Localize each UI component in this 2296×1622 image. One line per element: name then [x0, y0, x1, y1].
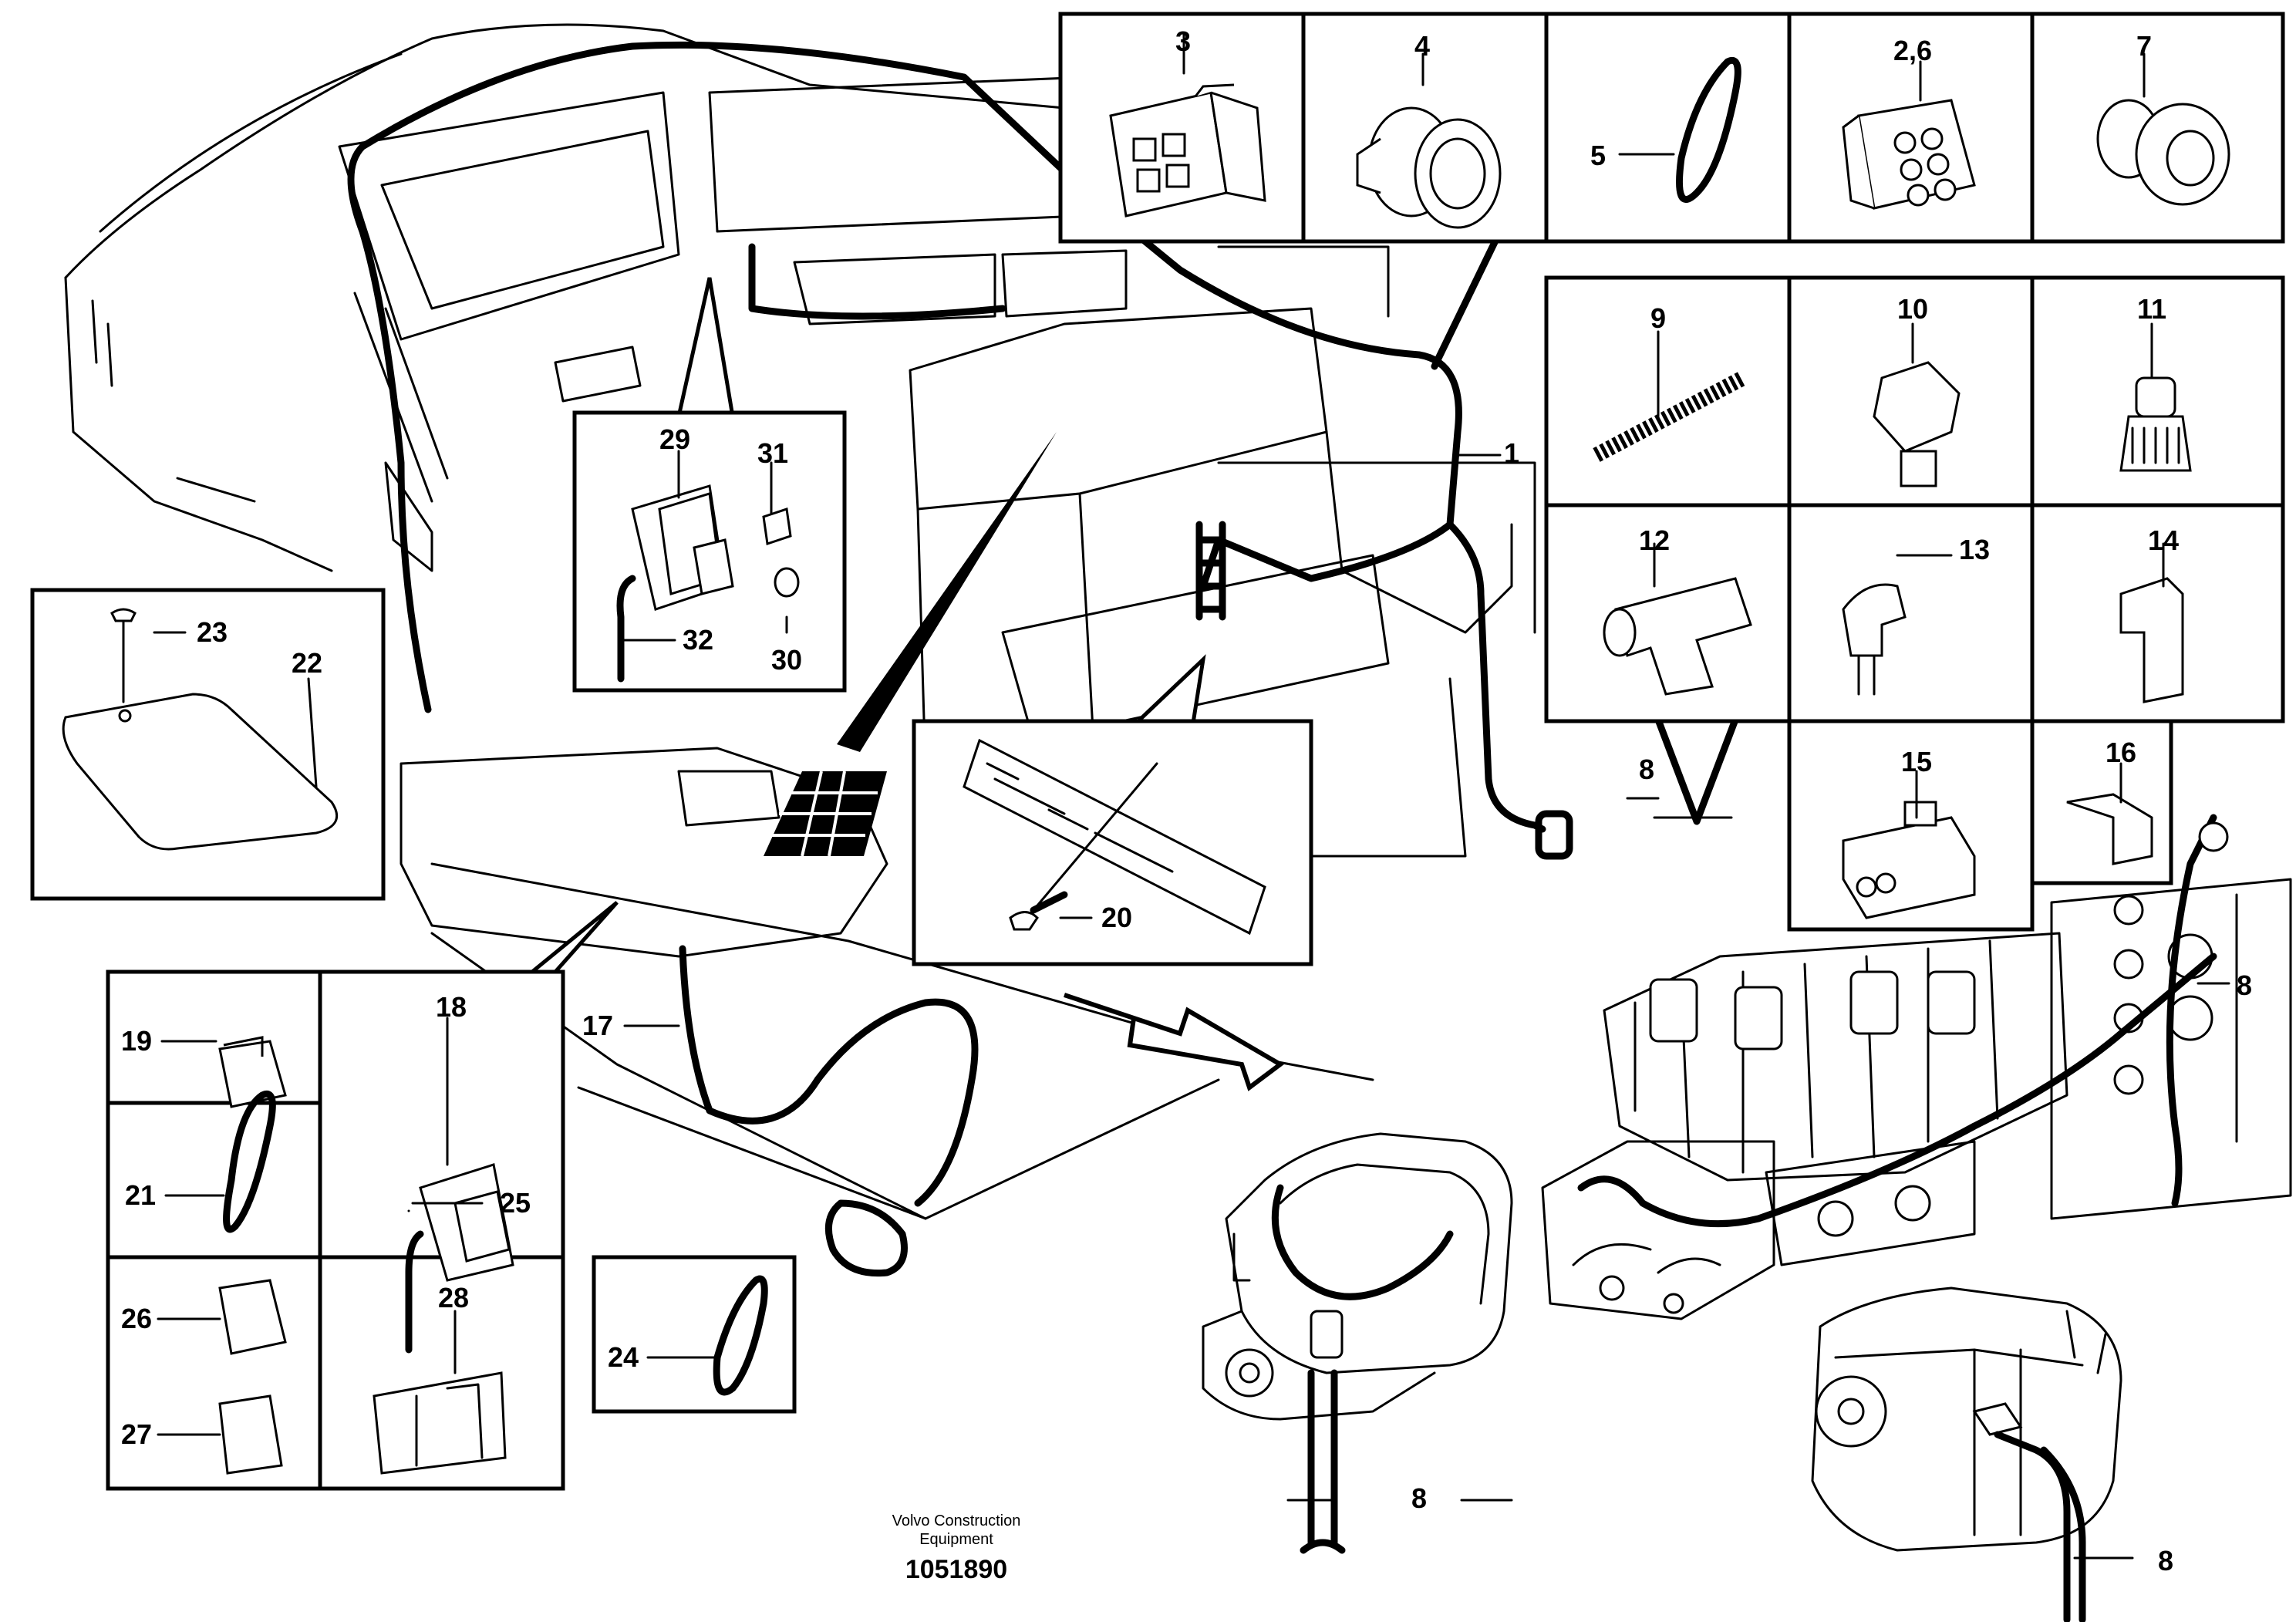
relay-10-icon — [1873, 361, 1961, 487]
elbow-13-icon — [1842, 583, 1907, 696]
callout-cable-tie-24 — [592, 1255, 797, 1414]
label-8-valve: 8 — [2237, 969, 2252, 1001]
label-8-harness: 8 — [1639, 754, 1654, 785]
drawing-footer: Volvo Construction Equipment 1051890 — [892, 1512, 1021, 1584]
label-29: 29 — [659, 423, 690, 455]
label-17: 17 — [582, 1010, 613, 1041]
label-21: 21 — [125, 1179, 156, 1211]
connector-2-6-icon — [1842, 99, 1976, 210]
label-12: 12 — [1639, 524, 1670, 556]
harness-ladder — [1195, 521, 1226, 621]
callout-right-parts-grid — [1544, 275, 2285, 932]
callout-lower-left-grid — [106, 969, 565, 1491]
callout-tail-switch — [676, 277, 735, 419]
connector-4-icon — [1356, 106, 1502, 229]
callout-tail-switch-lower — [526, 901, 619, 974]
label-27: 27 — [121, 1418, 152, 1450]
part-labels: 1 3 4 5 2,6 7 9 10 11 12 13 14 15 16 8 8… — [121, 25, 2252, 1576]
label-19: 19 — [121, 1025, 152, 1057]
label-23: 23 — [197, 616, 228, 648]
label-32: 32 — [683, 624, 713, 656]
label-22: 22 — [292, 647, 322, 679]
callout-tail-box8 — [1650, 706, 1743, 825]
company-name-line1: Volvo Construction — [892, 1512, 1021, 1529]
label-7: 7 — [2136, 30, 2152, 62]
label-31: 31 — [757, 437, 788, 469]
drawing-number: 1051890 — [905, 1555, 1007, 1584]
hydraulic-pump-right — [1811, 1286, 2122, 1622]
wedge-pointer — [837, 432, 1057, 752]
callout-tail-top — [1431, 235, 1500, 370]
connector-7-icon — [2096, 99, 2230, 206]
label-25: 25 — [500, 1187, 531, 1219]
label-20: 20 — [1101, 902, 1132, 933]
connector-11-icon — [2119, 376, 2192, 472]
callout-label-plate-20 — [912, 719, 1313, 966]
label-26: 26 — [121, 1303, 152, 1334]
harness-connector-body — [1535, 810, 1573, 860]
cover-14-icon — [2119, 577, 2184, 703]
callout-top-connectors — [1058, 12, 2285, 244]
label-24: 24 — [608, 1341, 639, 1373]
callout-panel-22-23 — [30, 588, 386, 901]
label-2-6: 2,6 — [1893, 35, 1932, 66]
pedal-pad — [824, 1199, 908, 1277]
label-8-pump-left: 8 — [1411, 1482, 1427, 1514]
wiring-harness — [347, 41, 1546, 1207]
direction-arrow — [1064, 993, 1285, 1091]
label-3: 3 — [1175, 25, 1191, 57]
label-4: 4 — [1414, 30, 1430, 62]
hydraulic-valve-block — [1541, 814, 2292, 1320]
keypad-grid — [764, 771, 887, 857]
label-15: 15 — [1901, 746, 1932, 777]
label-18: 18 — [436, 991, 467, 1023]
connector-15-icon — [1842, 801, 1976, 919]
label-14: 14 — [2148, 524, 2179, 556]
cap-16-icon — [2066, 793, 2153, 865]
label-10: 10 — [1897, 293, 1928, 325]
label-8-pump-right: 8 — [2158, 1545, 2173, 1576]
label-30: 30 — [771, 644, 802, 676]
hydraulic-pump-left — [1202, 1132, 1513, 1554]
connector-3-icon — [1109, 83, 1266, 218]
callout-switch-29-32 — [572, 410, 847, 693]
company-name-line2: Equipment — [919, 1531, 993, 1548]
label-leaders — [153, 33, 2230, 1560]
label-13: 13 — [1959, 534, 1990, 565]
connector-5-cable-tie-icon — [1676, 56, 1741, 203]
label-5: 5 — [1590, 140, 1606, 171]
label-1: 1 — [1504, 437, 1519, 469]
label-11: 11 — [2137, 293, 2166, 325]
label-9: 9 — [1650, 302, 1666, 334]
tee-12-icon — [1603, 577, 1752, 696]
label-16: 16 — [2106, 737, 2136, 768]
label-28: 28 — [438, 1282, 469, 1313]
